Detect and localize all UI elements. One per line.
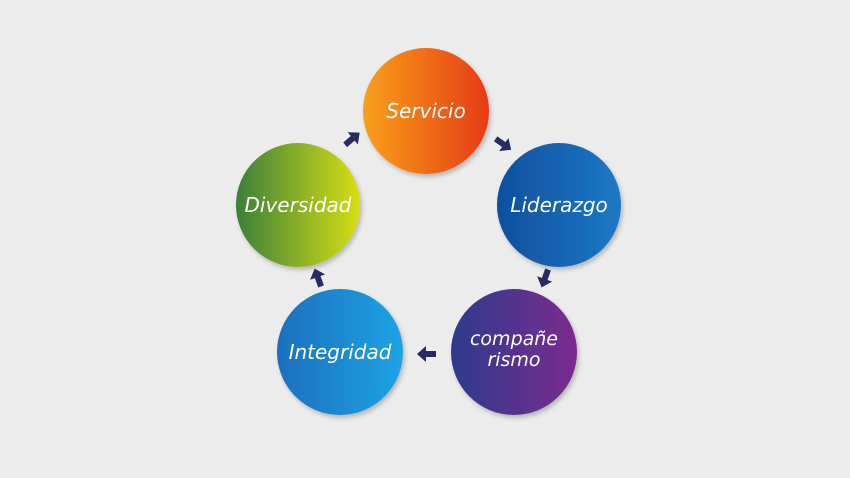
node-liderazgo: Liderazgo	[497, 143, 621, 267]
arrow-icon-integridad-to-diversidad	[310, 268, 326, 288]
node-companerismo-label-line-1: compañe	[470, 328, 558, 350]
node-diversidad: Diversidad	[236, 143, 360, 267]
node-diversidad-label: Diversidad	[245, 193, 352, 217]
node-companerismo-circle	[451, 289, 577, 415]
arrow-icon-liderazgo-to-companerismo	[537, 268, 553, 288]
arrow-icon-servicio-to-liderazgo	[493, 136, 512, 152]
node-servicio-circle	[363, 48, 489, 174]
node-companerismo: compañe rismo	[451, 289, 577, 415]
node-integridad: Integridad	[277, 289, 403, 415]
node-servicio-label: Servicio	[386, 99, 465, 123]
arrow-icon-diversidad-to-servicio	[343, 132, 360, 148]
node-servicio: Servicio	[363, 48, 489, 174]
node-liderazgo-label: Liderazgo	[510, 193, 608, 217]
node-liderazgo-circle	[497, 143, 621, 267]
node-integridad-circle	[277, 289, 403, 415]
node-diversidad-circle	[236, 143, 360, 267]
node-companerismo-label-line-2: rismo	[487, 349, 540, 371]
arrow-icon-companerismo-to-integridad	[417, 346, 436, 362]
node-integridad-label: Integridad	[289, 340, 392, 364]
